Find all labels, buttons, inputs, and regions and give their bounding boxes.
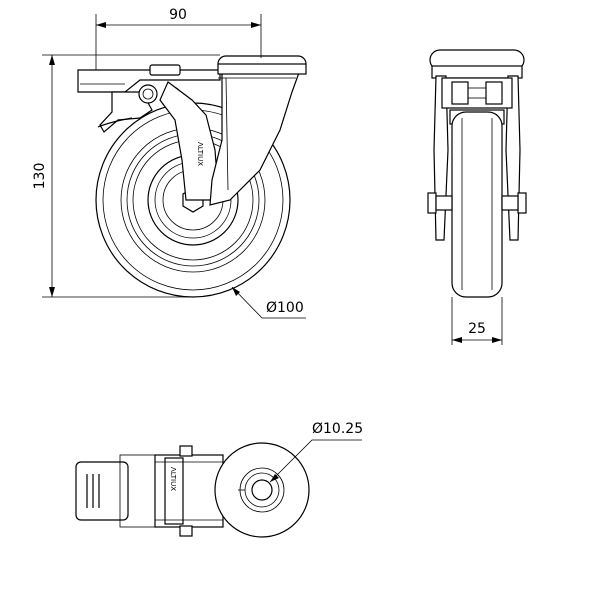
dim-width-label: 90 <box>169 7 187 23</box>
dim-bolt-hole-label: Ø10.25 <box>312 421 363 437</box>
side-brand-mark: ΛLTIUX <box>196 142 204 166</box>
dim-wheel-diameter-label: Ø100 <box>266 300 304 316</box>
dim-wheel-width-label: 25 <box>468 321 486 337</box>
dim-height-label: 130 <box>32 163 48 190</box>
dim-height: 130 <box>32 54 220 298</box>
brake-pivot-1 <box>138 84 158 104</box>
bottom-view: ΛLTIUX Ø10.25 <box>75 421 363 538</box>
dim-width: 90 <box>95 7 262 70</box>
swivel-fork: ΛLTIUX <box>159 69 301 206</box>
front-view: 25 <box>427 49 527 345</box>
bottom-brand-mark: ΛLTIUX <box>169 467 177 491</box>
side-view: ΛLTIUX 90 130 <box>32 7 307 319</box>
dim-wheel-diameter: Ø100 <box>231 286 306 319</box>
dim-wheel-width: 25 <box>451 297 503 345</box>
bolt-hole <box>251 479 273 501</box>
swivel-head <box>217 55 307 75</box>
dim-bolt-hole: Ø10.25 <box>269 421 363 483</box>
brake-pedal <box>75 461 129 521</box>
front-wheel <box>451 111 503 298</box>
